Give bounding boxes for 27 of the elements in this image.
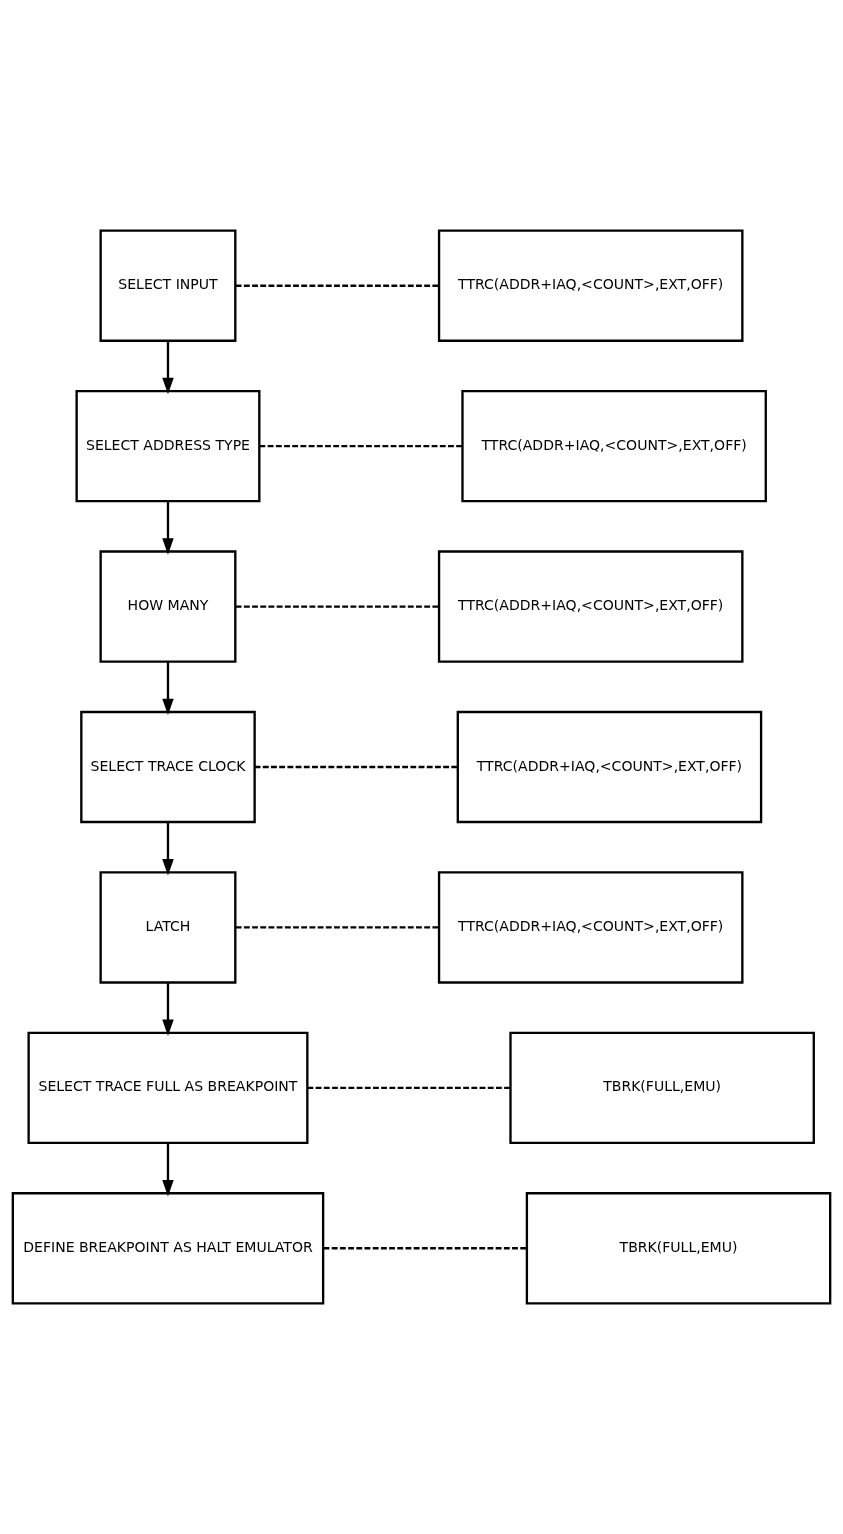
connector bbox=[259, 444, 463, 448]
node-box: DEFINE BREAKPOINT AS HALT EMULATOR bbox=[11, 1192, 325, 1305]
connector bbox=[307, 1086, 511, 1089]
node-box: SELECT TRACE CLOCK bbox=[80, 710, 256, 824]
node-box: SELECT INPUT bbox=[99, 229, 237, 342]
node-box: TBRK(FULL,EMU) bbox=[509, 1031, 815, 1145]
connector bbox=[254, 765, 458, 769]
node-box: TBRK(FULL,EMU) bbox=[525, 1192, 832, 1305]
arrow bbox=[162, 982, 174, 1036]
connector bbox=[235, 605, 439, 608]
node-box: TTRC(ADDR+IAQ,<COUNT>,EXT,OFF) bbox=[437, 871, 744, 984]
node-box: SELECT ADDRESS TYPE bbox=[75, 389, 261, 503]
node-box: SELECT TRACE FULL AS BREAKPOINT bbox=[27, 1031, 309, 1145]
arrow bbox=[162, 1143, 174, 1197]
node-box: HOW MANY bbox=[99, 550, 237, 663]
node-box: TTRC(ADDR+IAQ,<COUNT>,EXT,OFF) bbox=[437, 550, 744, 663]
arrow bbox=[162, 661, 174, 716]
node-box: TTRC(ADDR+IAQ,<COUNT>,EXT,OFF) bbox=[456, 710, 763, 824]
connector bbox=[235, 926, 439, 929]
arrow bbox=[162, 822, 174, 876]
connector bbox=[323, 1247, 527, 1250]
node-box: LATCH bbox=[99, 871, 237, 984]
arrow bbox=[162, 501, 174, 555]
connector bbox=[235, 284, 439, 287]
node-box: TTRC(ADDR+IAQ,<COUNT>,EXT,OFF) bbox=[437, 229, 744, 342]
arrow bbox=[162, 340, 174, 395]
node-box: TTRC(ADDR+IAQ,<COUNT>,EXT,OFF) bbox=[461, 389, 767, 503]
